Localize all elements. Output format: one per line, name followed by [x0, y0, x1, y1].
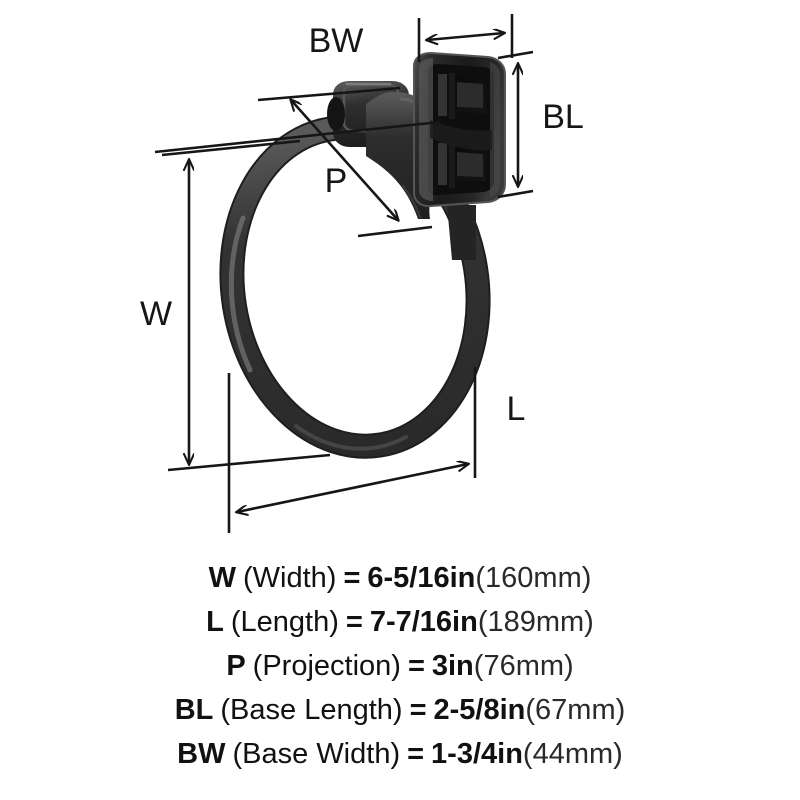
bw-arrow [427, 33, 504, 40]
plate-lower-mount-slot [438, 142, 486, 188]
lower-slot-face [457, 152, 483, 177]
w-extension-top [161, 139, 301, 157]
spec-metric: (44mm) [522, 738, 623, 770]
spec-imperial: 3in [431, 650, 474, 682]
spec-metric: (160mm) [475, 562, 592, 594]
p-label: P [325, 162, 348, 200]
spec-equals: = [409, 694, 427, 726]
specification-list: W(Width)=6-5/16in(160mm) L(Length)=7-7/1… [0, 556, 800, 800]
spec-metric: (67mm) [525, 694, 626, 726]
base-mounting-plate [413, 51, 506, 208]
spec-metric: (189mm) [477, 606, 594, 638]
spec-name: (Base Width) [232, 738, 401, 770]
plate-upper-mount-slot [438, 73, 486, 119]
spec-row-p: P(Projection)=3in(76mm) [226, 644, 573, 688]
spec-row-bl: BL(Base Length)=2-5/8in(67mm) [175, 688, 626, 732]
dimension-diagram: BW BL P W L [140, 14, 584, 533]
spec-name: (Width) [242, 562, 337, 594]
spec-name: (Base Length) [220, 694, 403, 726]
lower-slot-rib-left [438, 143, 447, 185]
plate-left-highlight [419, 58, 433, 201]
dimension-p: P [154, 86, 441, 238]
arm-lower-stem [447, 205, 476, 260]
spec-row-w: W(Width)=6-5/16in(160mm) [209, 556, 592, 600]
spec-name: (Projection) [252, 650, 401, 682]
spec-equals: = [407, 738, 425, 770]
l-label: L [507, 390, 526, 428]
spec-symbol: L [206, 606, 224, 638]
bl-label: BL [542, 98, 584, 136]
spec-symbol: P [226, 650, 246, 682]
bw-label: BW [309, 22, 364, 60]
diagram-canvas: BW BL P W L [140, 14, 584, 533]
plate-outer-bevel [413, 51, 506, 208]
bl-extension-bottom [497, 189, 534, 199]
bl-extension-top [497, 50, 534, 60]
upper-slot-divider [449, 73, 455, 119]
spec-imperial: 6-5/16in [367, 562, 476, 594]
knob-ring-socket [327, 97, 345, 131]
ring-highlight-left [228, 215, 253, 373]
ring-highlight-bottom [294, 424, 408, 451]
p-extension-bottom [357, 225, 433, 238]
spec-symbol: W [208, 562, 236, 594]
plate-right-highlight [490, 62, 500, 197]
upper-slot-face [457, 82, 483, 108]
plate-cavity-shading [430, 120, 492, 151]
spec-imperial: 2-5/8in [433, 694, 526, 726]
product-illustration [219, 51, 506, 459]
spec-equals: = [345, 606, 363, 638]
spec-equals: = [407, 650, 425, 682]
w-extension-bottom [167, 453, 331, 472]
l-arrow [237, 464, 468, 512]
w-label: W [140, 295, 172, 333]
p-arrow [291, 100, 398, 220]
spec-symbol: BW [177, 738, 226, 770]
spec-equals: = [343, 562, 361, 594]
dimension-bw: BW [309, 14, 514, 62]
dimension-bl: BL [497, 50, 584, 199]
spec-imperial: 7-7/16in [369, 606, 478, 638]
dimension-l: L [227, 367, 526, 533]
spec-imperial: 1-3/4in [431, 738, 523, 770]
lower-slot-divider [449, 142, 455, 188]
upper-slot-rib-left [438, 74, 447, 116]
spec-name: (Length) [230, 606, 339, 638]
spec-row-bw: BW(Base Width)=1-3/4in(44mm) [177, 732, 623, 776]
spec-metric: (76mm) [473, 650, 574, 682]
p-extension-top [257, 86, 401, 102]
arm-lower-edge [401, 184, 422, 219]
spec-row-l: L(Length)=7-7/16in(189mm) [206, 600, 594, 644]
spec-symbol: BL [174, 694, 214, 726]
